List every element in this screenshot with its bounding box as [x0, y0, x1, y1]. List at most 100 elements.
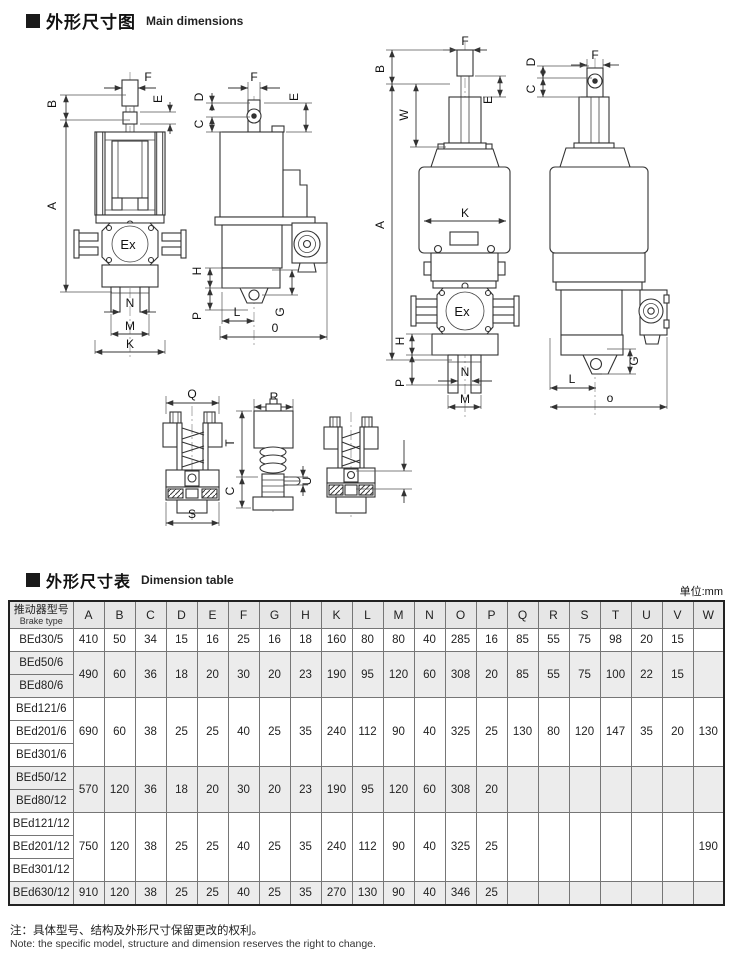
value-cell: 50 [103, 628, 136, 652]
value-cell: 25 [475, 812, 508, 882]
value-cell: 18 [165, 651, 198, 698]
dim-label-u: U [300, 477, 314, 486]
column-header-h: H [289, 600, 322, 629]
value-cell: 160 [320, 628, 353, 652]
value-cell: 570 [72, 766, 105, 813]
brake-type-cell: BEd121/12 [8, 812, 74, 836]
value-cell: 40 [413, 812, 446, 882]
brake-type-cell: BEd80/6 [8, 674, 74, 698]
value-cell: 270 [320, 881, 353, 906]
value-cell [630, 812, 663, 882]
dim-label-b: B [373, 65, 387, 73]
dim-label-h: H [190, 267, 204, 276]
dim-label-c: C [192, 119, 206, 128]
dim-label-t: T [223, 439, 237, 447]
value-cell [568, 881, 601, 906]
value-cell [692, 881, 725, 906]
dim-label-o-small: o [607, 391, 614, 405]
dim-label-s: S [188, 507, 196, 521]
value-cell: 750 [72, 812, 105, 882]
value-cell: 18 [165, 766, 198, 813]
brake-type-cell: BEd80/12 [8, 789, 74, 813]
value-cell: 147 [599, 697, 632, 767]
value-cell: 190 [320, 651, 353, 698]
value-cell: 20 [258, 651, 291, 698]
column-header-o: O [444, 600, 477, 629]
value-cell: 95 [351, 651, 384, 698]
value-cell [506, 881, 539, 906]
value-cell: 25 [196, 881, 229, 906]
column-header-n: N [413, 600, 446, 629]
value-cell: 410 [72, 628, 105, 652]
value-cell: 90 [382, 697, 415, 767]
value-cell: 16 [475, 628, 508, 652]
value-cell: 25 [165, 697, 198, 767]
value-cell: 120 [382, 766, 415, 813]
column-header-u: U [630, 600, 663, 629]
value-cell: 100 [599, 651, 632, 698]
column-header-l: L [351, 600, 384, 629]
value-cell: 20 [475, 651, 508, 698]
value-cell: 35 [289, 812, 322, 882]
value-cell: 120 [103, 766, 136, 813]
dim-label-a: A [373, 221, 387, 229]
value-cell: 35 [630, 697, 663, 767]
column-header-g: G [258, 600, 291, 629]
value-cell: 40 [227, 881, 260, 906]
value-cell: 20 [258, 766, 291, 813]
value-cell: 690 [72, 697, 105, 767]
value-cell: 910 [72, 881, 105, 906]
value-cell: 112 [351, 812, 384, 882]
technical-drawings: .o{stroke:#333;stroke-width:1.1;fill:#ff… [45, 35, 670, 526]
value-cell: 20 [196, 766, 229, 813]
value-cell [692, 766, 725, 813]
value-cell: 38 [134, 697, 167, 767]
column-header-t: T [599, 600, 632, 629]
drawing-side-view-large: F D C G L o [524, 48, 670, 415]
dim-label-f: F [144, 70, 151, 84]
table-row: BEd201/6 [8, 720, 724, 744]
value-cell: 130 [692, 697, 725, 767]
value-cell: 95 [351, 766, 384, 813]
value-cell: 36 [134, 766, 167, 813]
dim-label-w: W [397, 109, 411, 121]
unit-label: 单位:mm [679, 586, 723, 598]
dimension-table-title-zh: 外形尺寸表 [46, 574, 132, 591]
value-cell: 38 [134, 881, 167, 906]
value-cell: 346 [444, 881, 477, 906]
note-zh: 注：具体型号、结构及外形尺寸保留更改的权利。 [10, 925, 263, 937]
value-cell: 190 [320, 766, 353, 813]
value-cell [537, 766, 570, 813]
column-header-a: A [72, 600, 105, 629]
table-row: BEd201/12 [8, 835, 724, 859]
dimension-table-title-en: Dimension table [141, 573, 234, 587]
dim-label-k: K [126, 337, 134, 351]
column-header-m: M [382, 600, 415, 629]
value-cell: 60 [413, 651, 446, 698]
dim-label-e: E [287, 93, 301, 101]
brake-type-cell: BEd50/12 [8, 766, 74, 790]
value-cell: 90 [382, 812, 415, 882]
dim-label-f: F [461, 35, 468, 48]
black-square-bullet-icon [26, 13, 40, 28]
value-cell: 120 [382, 651, 415, 698]
value-cell: 40 [413, 881, 446, 906]
dim-label-n: N [461, 365, 470, 379]
dim-label-o: 0 [272, 321, 279, 335]
column-header-s: S [568, 600, 601, 629]
value-cell: 38 [134, 812, 167, 882]
value-cell: 75 [568, 651, 601, 698]
value-cell: 34 [134, 628, 167, 652]
value-cell [599, 881, 632, 906]
value-cell: 80 [351, 628, 384, 652]
main-dimensions-title-en: Main dimensions [146, 13, 244, 28]
value-cell: 40 [227, 697, 260, 767]
dim-label-c: C [524, 84, 538, 93]
value-cell: 130 [351, 881, 384, 906]
value-cell [692, 651, 725, 698]
drawing-side-view-small: F D C E H P L G 0 [190, 70, 328, 345]
value-cell: 25 [475, 881, 508, 906]
